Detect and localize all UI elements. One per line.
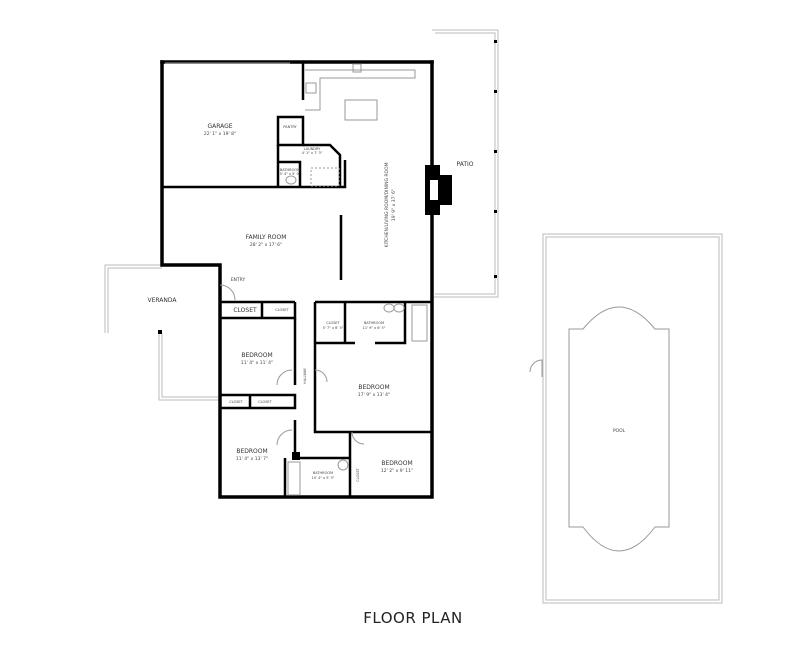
sink-icon	[393, 303, 405, 313]
room-label: ENTRY	[231, 277, 246, 283]
fireplace-icon	[425, 165, 452, 215]
veranda-area	[104, 264, 220, 401]
pool-basin	[568, 306, 670, 552]
room-dims: 11' 9" x 6' 5"	[363, 326, 386, 330]
room-label: HALLWAY	[303, 367, 307, 384]
room-dims: 11' 4" x 13' 7"	[236, 456, 268, 462]
sink-icon	[383, 303, 395, 313]
room-label: BATHROOM	[280, 168, 300, 172]
interior-walls	[162, 62, 432, 497]
room-label: VERANDA	[147, 297, 177, 304]
room-dims: 19' 9" x 37' 6"	[391, 189, 397, 221]
room-dims: 5' 7" x 6' 5"	[323, 326, 344, 330]
room-label: PATIO	[456, 161, 473, 168]
room-dims: 5' 4" x 5' 0"	[280, 172, 301, 176]
room-label: POOL	[613, 428, 626, 434]
room-label: KITCHEN/LIVING ROOM/DINING ROOM	[384, 162, 390, 247]
room-label: BEDROOM	[381, 460, 412, 467]
room-label: CLOSET	[229, 400, 243, 404]
room-label: GARAGE	[207, 123, 232, 130]
room-dims: 4' 1" x 7' 3"	[302, 151, 323, 155]
room-dims: 12' 2" x 9' 11"	[381, 468, 413, 474]
fixtures	[219, 63, 543, 496]
room-label: CLOSET	[258, 400, 272, 404]
bathtub-icon	[411, 304, 428, 342]
room-label: CLOSET	[326, 321, 340, 325]
stove-icon	[305, 82, 317, 94]
plan-title: FLOOR PLAN	[363, 609, 463, 627]
room-label: CLOSET	[233, 307, 257, 314]
room-label: LAUNDRY	[304, 147, 322, 151]
room-label: FAMILY ROOM	[246, 234, 287, 241]
patio-area	[432, 29, 499, 298]
toilet-icon	[337, 459, 349, 471]
room-dims: 17' 9" x 13' 4"	[358, 392, 390, 398]
bathtub-icon	[287, 461, 301, 496]
room-dims: 11' 4" x 11' 4"	[241, 360, 273, 366]
room-label: CLOSET	[275, 308, 289, 312]
room-label: BATHROOM	[313, 471, 333, 475]
room-dims: 22' 1" x 19' 8"	[204, 131, 236, 137]
room-dims: 10' 4" x 5' 3"	[312, 476, 335, 480]
room-label: BEDROOM	[358, 384, 389, 391]
room-dims: 28' 2" x 17' 6"	[250, 242, 282, 248]
room-label: CLOSET	[356, 467, 360, 481]
room-label: BATHROOM	[364, 321, 384, 325]
room-label: BEDROOM	[236, 448, 267, 455]
kitchen-island	[344, 99, 378, 121]
room-label: PANTRY	[283, 125, 297, 129]
pool-area	[542, 233, 723, 604]
room-label: BEDROOM	[241, 352, 272, 359]
sink-icon	[352, 63, 362, 73]
toilet-icon	[285, 175, 297, 185]
exterior-walls	[160, 60, 434, 499]
